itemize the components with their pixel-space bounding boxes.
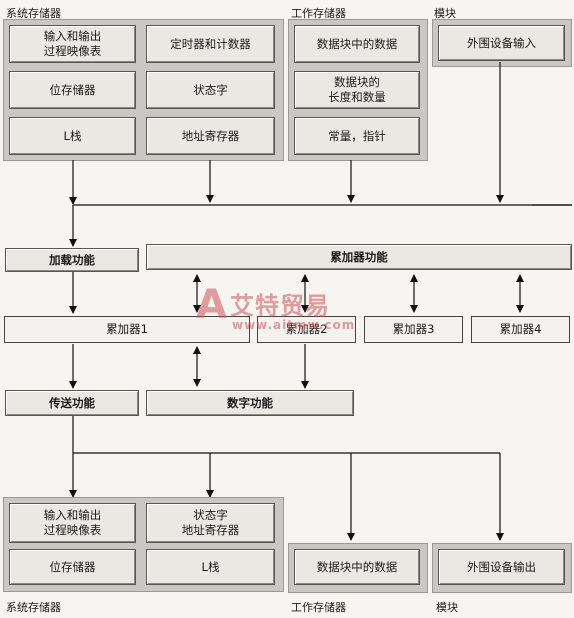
accumulator-4-box: 累加器4 bbox=[471, 316, 570, 343]
work-memory-label-top: 工作存储器 bbox=[291, 7, 346, 20]
bit-memory-box-top: 位存储器 bbox=[9, 71, 136, 109]
module-label-top: 模块 bbox=[434, 7, 456, 20]
io-image-box-top: 输入和输出 过程映像表 bbox=[9, 25, 136, 63]
status-address-box: 状态字 地址寄存器 bbox=[146, 503, 275, 543]
system-memory-label-bottom: 系统存储器 bbox=[6, 601, 61, 614]
peripheral-input-box: 外围设备输入 bbox=[438, 25, 565, 61]
status-word-box: 状态字 bbox=[146, 71, 275, 109]
db-length-box: 数据块的 长度和数量 bbox=[294, 71, 420, 109]
accumulator-1-box: 累加器1 bbox=[4, 316, 250, 343]
db-data-box-top: 数据块中的数据 bbox=[294, 25, 420, 63]
bit-memory-box-bottom: 位存储器 bbox=[9, 549, 136, 585]
db-data-box-bottom: 数据块中的数据 bbox=[294, 549, 420, 585]
io-image-box-bottom: 输入和输出 过程映像表 bbox=[9, 503, 136, 543]
system-memory-label-top: 系统存储器 bbox=[6, 7, 61, 20]
transfer-function-box: 传送功能 bbox=[5, 390, 139, 416]
constant-pointer-box: 常量，指针 bbox=[294, 117, 420, 155]
accumulator-function-box: 累加器功能 bbox=[146, 244, 572, 270]
peripheral-output-box: 外围设备输出 bbox=[438, 549, 565, 585]
load-function-box: 加载功能 bbox=[5, 248, 139, 272]
digital-function-box: 数字功能 bbox=[146, 390, 354, 416]
work-memory-label-bottom: 工作存储器 bbox=[291, 601, 346, 614]
l-stack-box-top: L栈 bbox=[9, 117, 136, 155]
module-label-bottom: 模块 bbox=[436, 601, 458, 614]
l-stack-box-bottom: L栈 bbox=[146, 549, 275, 585]
accumulator-3-box: 累加器3 bbox=[364, 316, 463, 343]
address-register-box: 地址寄存器 bbox=[146, 117, 275, 155]
timer-counter-box: 定时器和计数器 bbox=[146, 25, 275, 63]
accumulator-2-box: 累加器2 bbox=[257, 316, 356, 343]
